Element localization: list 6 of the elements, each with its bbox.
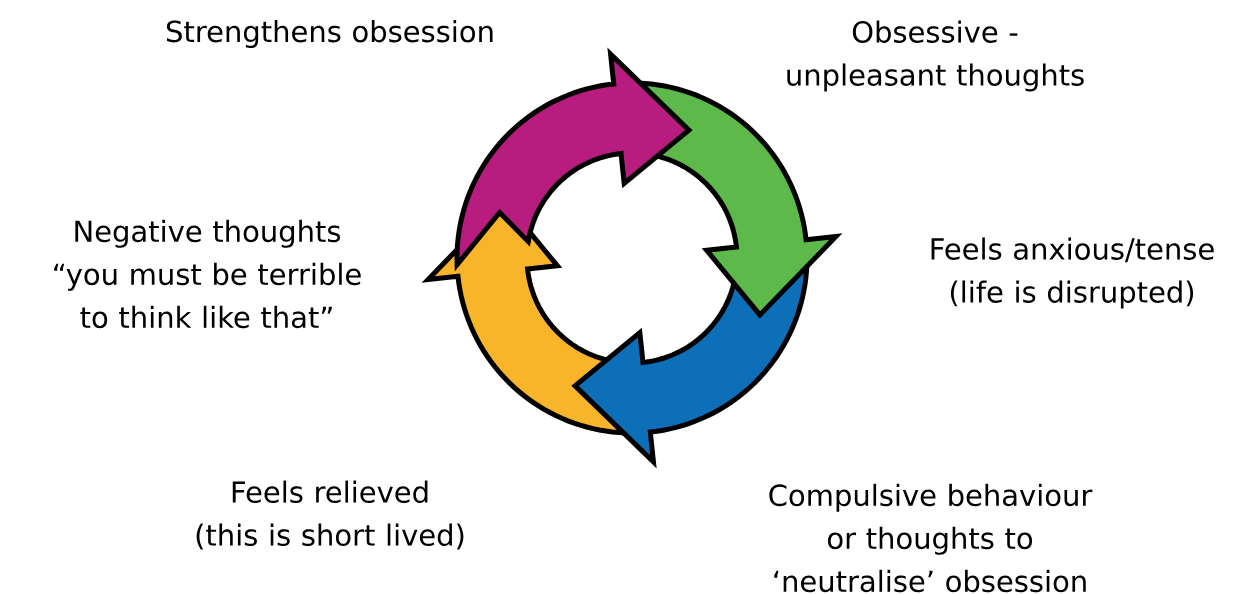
cycle-label: Obsessive - unpleasant thoughts [787, 20, 1084, 92]
cycle-label: Feels relieved (this is short lived) [196, 480, 464, 550]
cycle-label: Compulsive behaviour or thoughts to ‘neutralise’ obsession [769, 483, 1093, 593]
cycle-label: Negative thoughts “you must be terrible to think like that” [54, 219, 361, 329]
cycle-label: Feels anxious/tense (life is disrupted) [931, 237, 1214, 309]
cycle-label: Strengthens obsession [166, 19, 493, 49]
